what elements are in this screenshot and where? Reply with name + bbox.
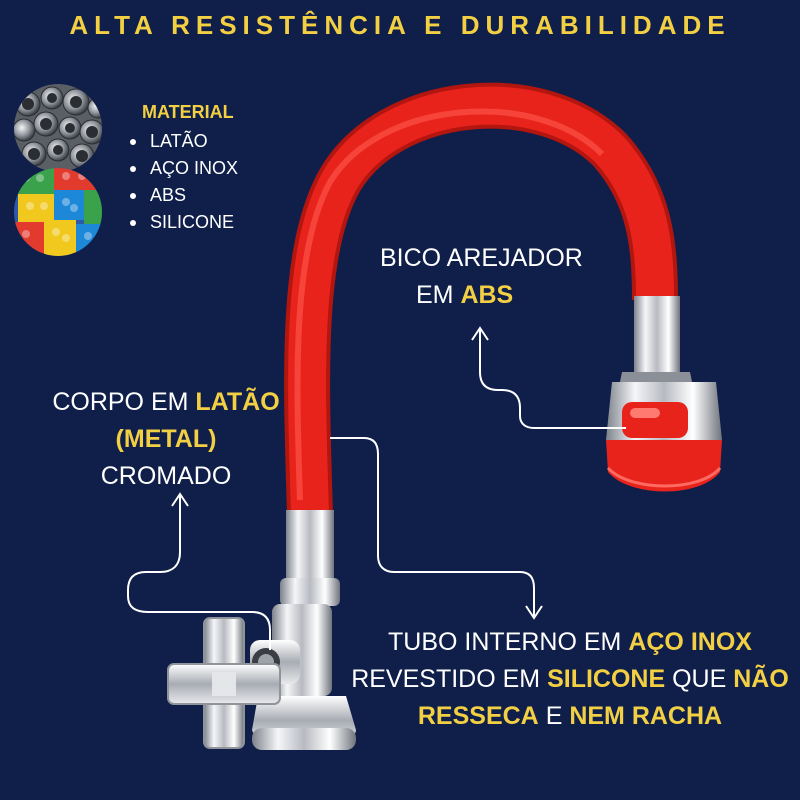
bullet-icon xyxy=(130,139,136,146)
body-label: CORPO EM LATÃO (METAL) CROMADO xyxy=(52,388,280,490)
material-item: SILICONE xyxy=(130,209,238,236)
bullet-icon xyxy=(130,166,136,173)
cross-handle xyxy=(167,617,281,749)
headline: ALTA RESISTÊNCIA E DURABILIDADE xyxy=(69,10,731,40)
bullet-icon xyxy=(130,220,136,227)
material-item: AÇO INOX xyxy=(130,155,238,182)
material-item: ABS xyxy=(130,182,238,209)
aerator-label: BICO AREJADOR EM ABS xyxy=(380,244,583,309)
metal-pipes-image xyxy=(14,84,102,172)
material-list: LATÃO AÇO INOX ABS SILICONE xyxy=(130,128,238,236)
tube-label: TUBO INTERNO EM AÇO INOX REVESTIDO EM SI… xyxy=(351,628,789,730)
material-title: MATERIAL xyxy=(142,102,234,122)
callout-lines xyxy=(127,326,626,650)
bullet-icon xyxy=(130,193,136,200)
aerator-nozzle xyxy=(606,296,722,492)
material-item: LATÃO xyxy=(130,128,238,155)
